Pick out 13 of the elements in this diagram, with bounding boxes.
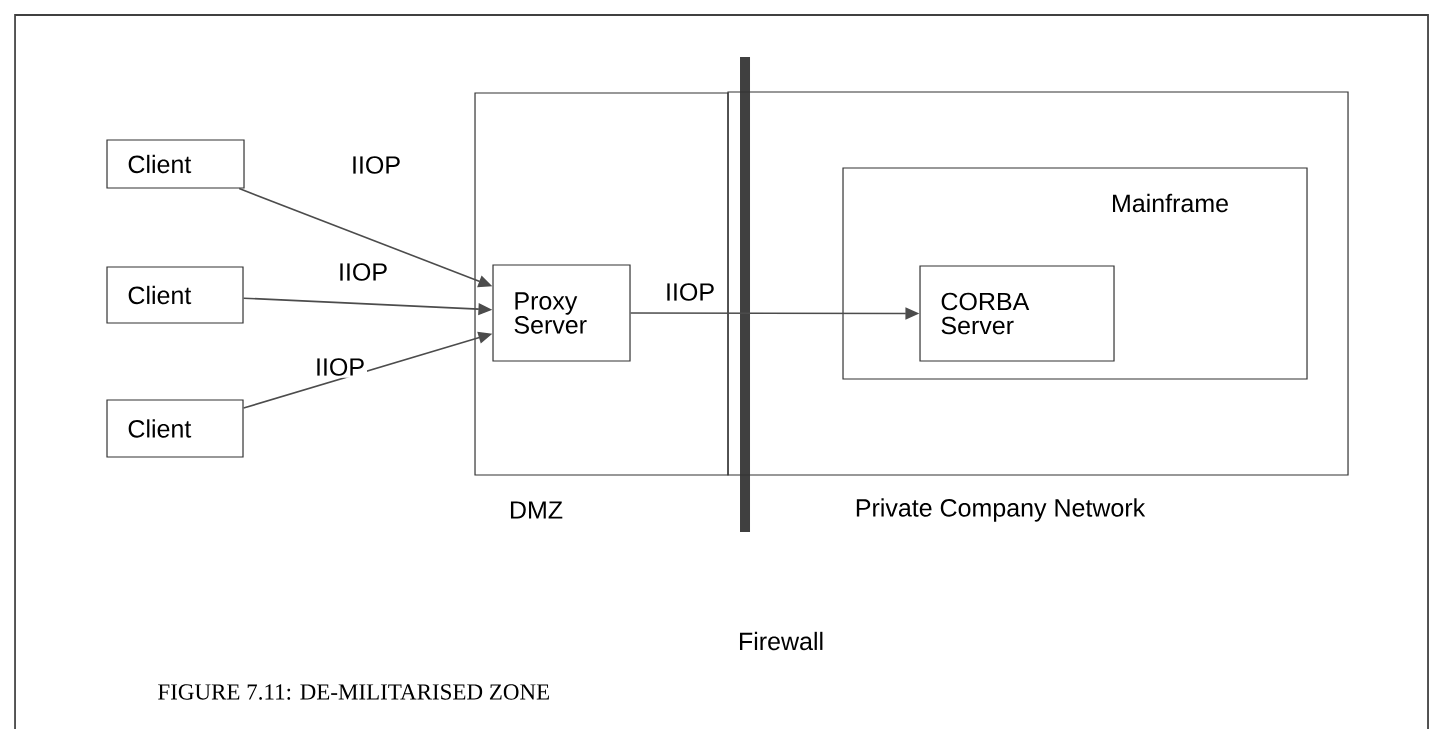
caption: FIGURE 7.11: DE-MILITARISED ZONE xyxy=(158,684,549,700)
edge-label: IIOP xyxy=(353,156,400,174)
client-box: Client xyxy=(106,139,245,189)
client-box: Client xyxy=(106,399,244,458)
node-label: DMZ xyxy=(510,501,563,519)
client-box: Client xyxy=(106,266,244,324)
edge-label: IIOP xyxy=(340,263,387,281)
edge-label: IIOP xyxy=(317,358,364,376)
server-box: CORBA Server xyxy=(919,265,1115,362)
server-box: Proxy Server xyxy=(492,264,631,362)
edge-label: IIOP xyxy=(667,283,714,301)
node-label: Private Company Network xyxy=(856,498,1146,522)
firewall-label: Firewall xyxy=(740,631,823,651)
